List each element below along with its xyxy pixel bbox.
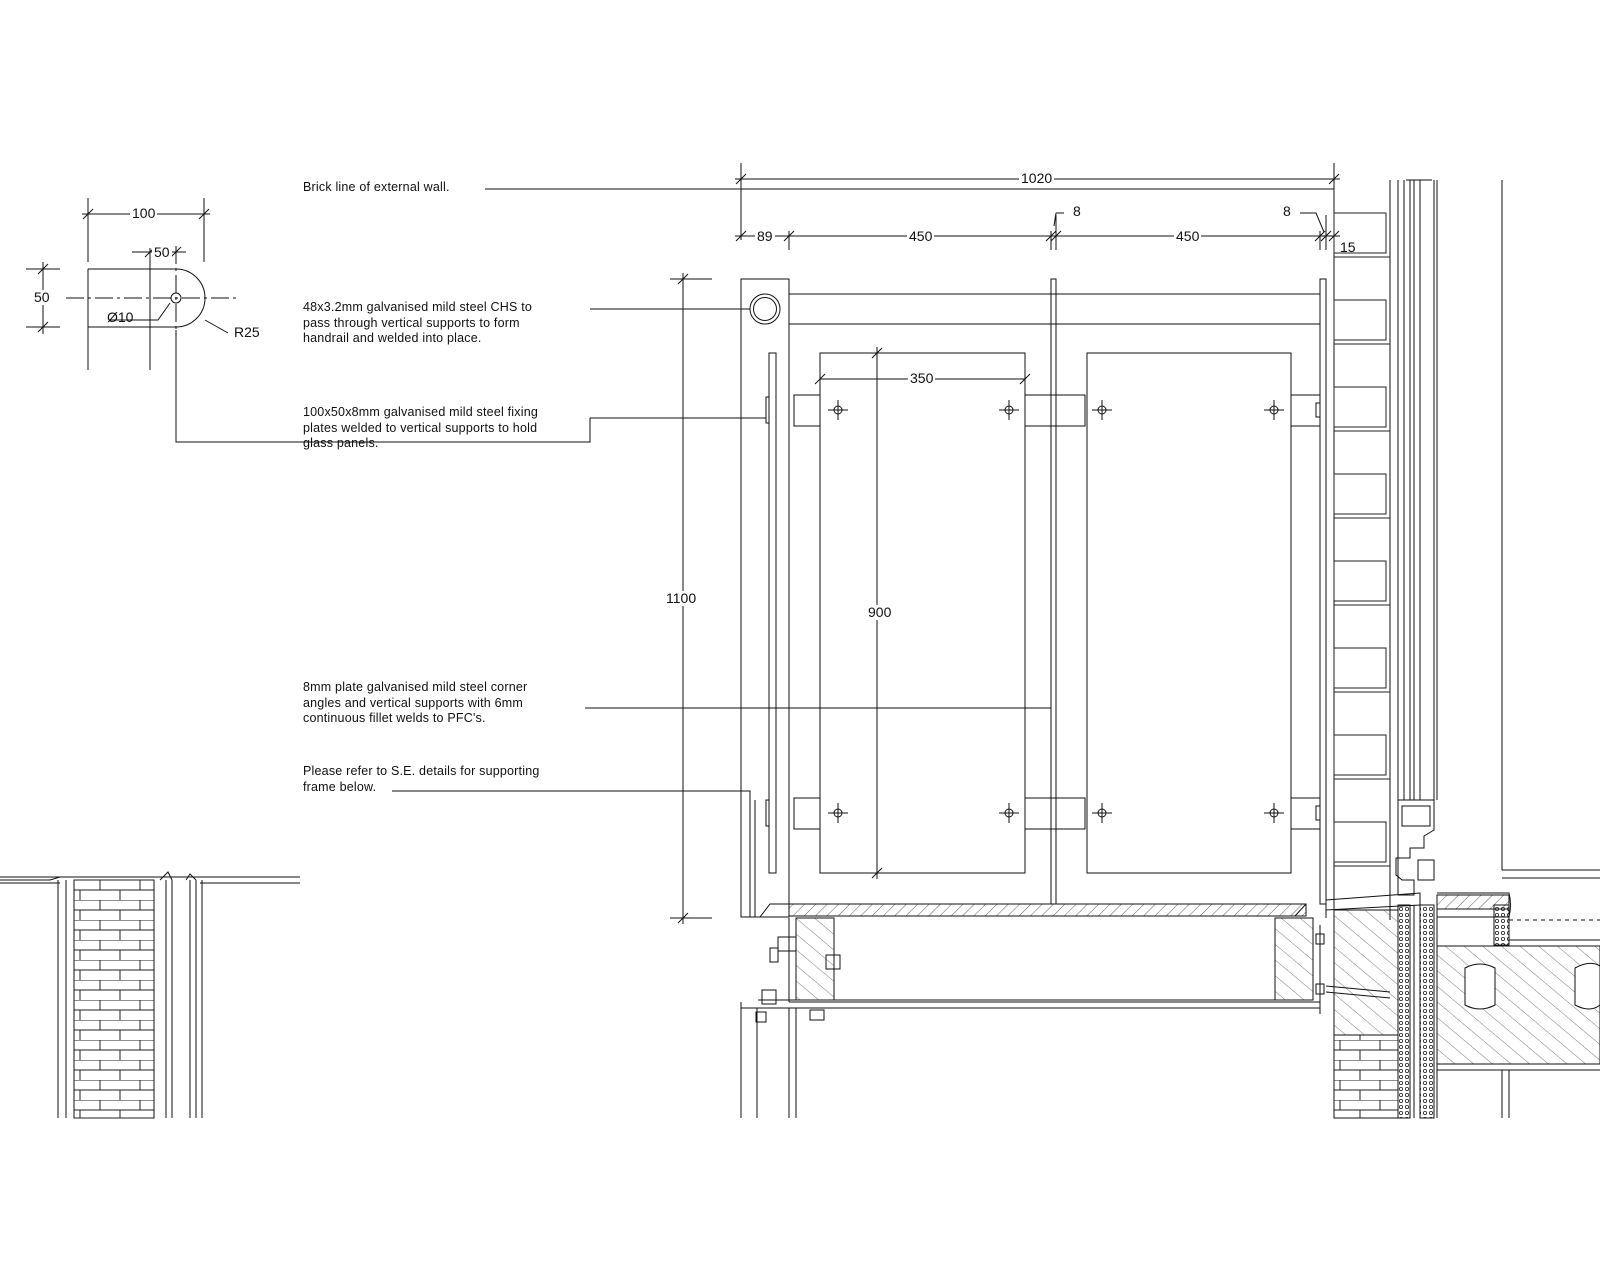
plate-dim-width: 100 xyxy=(130,205,158,221)
dim-panel-span-right: 450 xyxy=(1174,228,1202,244)
dim-overall-width: 1020 xyxy=(1019,170,1055,186)
dim-wall-gap: 15 xyxy=(1340,239,1356,255)
dim-balustrade-height: 1100 xyxy=(664,590,699,606)
dim-gap-centre: 8 xyxy=(1073,203,1081,219)
dim-left-offset: 89 xyxy=(755,228,775,244)
fixing-plate-detail xyxy=(26,198,590,442)
dim-panel-span-left: 450 xyxy=(907,228,935,244)
note-refer-se: Please refer to S.E. details for support… xyxy=(303,764,540,794)
plate-dim-radius: R25 xyxy=(234,324,260,340)
dim-gap-right: 8 xyxy=(1283,203,1291,219)
note-fixing-plates: 100x50x8mm galvanised mild steel fixing … xyxy=(303,405,538,450)
plate-dim-height: 50 xyxy=(32,289,52,305)
external-wall-section xyxy=(1326,180,1600,1118)
balustrade-elevation xyxy=(392,163,1340,1118)
plate-dim-hole-dia: Ø10 xyxy=(107,309,134,325)
plate-dim-hole-offset: 50 xyxy=(152,244,172,260)
bolt-marks xyxy=(828,400,1284,823)
dim-panel-width: 350 xyxy=(908,370,936,386)
wall-section-left xyxy=(0,872,300,1118)
note-chs-handrail: 48x3.2mm galvanised mild steel CHS to pa… xyxy=(303,300,533,345)
dim-panel-height: 900 xyxy=(866,604,894,620)
note-brick-line: Brick line of external wall. xyxy=(303,180,450,194)
note-corner-angles: 8mm plate galvanised mild steel corner a… xyxy=(303,680,528,725)
